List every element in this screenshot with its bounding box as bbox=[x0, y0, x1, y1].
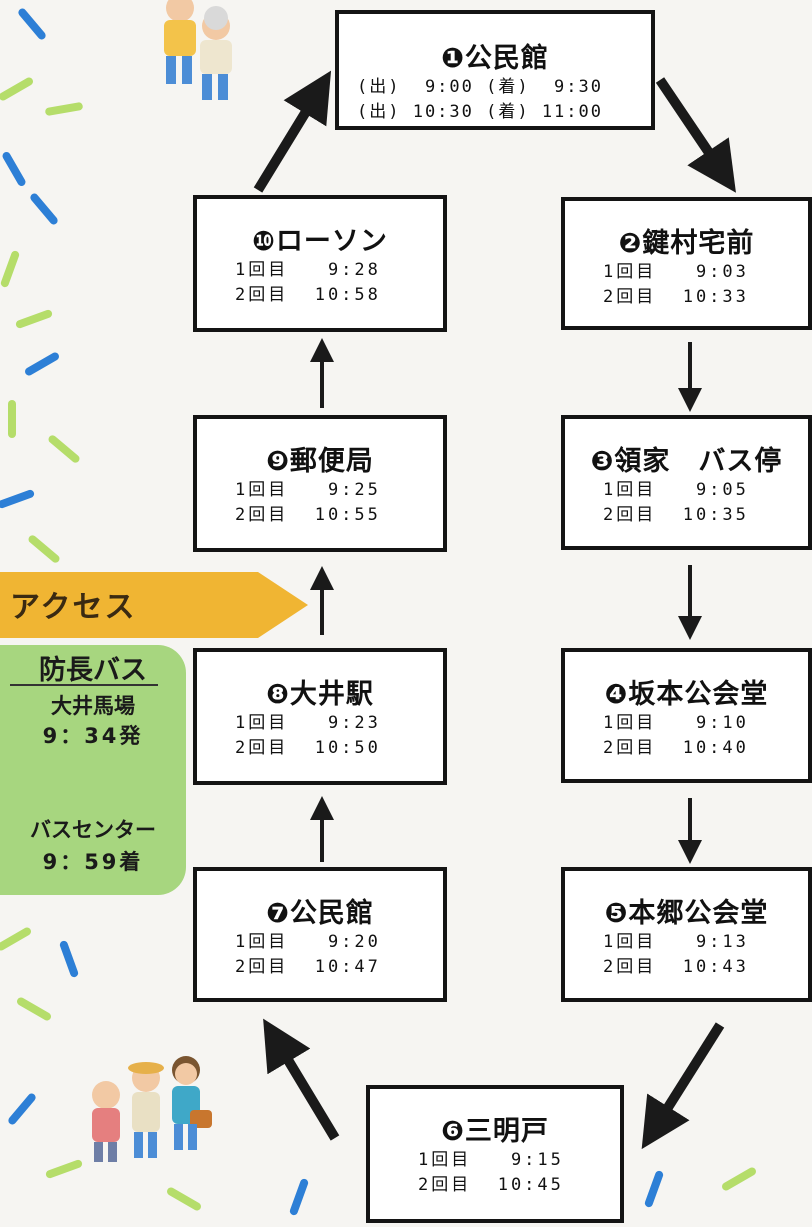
stop-name: ❶公民館 bbox=[441, 43, 549, 74]
stop-time-row: (出) 10:30 (着) 11:00 bbox=[357, 102, 603, 122]
stop-name: ❼公民館 bbox=[266, 898, 374, 929]
arrow-10-to-1 bbox=[253, 70, 332, 193]
stop-time-row: 1回目 9:25 bbox=[235, 480, 381, 500]
stop-name: ❾郵便局 bbox=[266, 446, 374, 477]
stop-time-row: (出) 9:00 (着) 9:30 bbox=[357, 77, 603, 97]
stop-box-5: ❺本郷公会堂 1回目 9:13 2回目 10:43 bbox=[561, 867, 812, 1002]
arrow-1-to-2 bbox=[655, 77, 736, 193]
stop-time-row: 1回目 9:28 bbox=[235, 260, 381, 280]
stop-box-1: ❶公民館 (出) 9:00 (着) 9:30 (出) 10:30 (着) 11:… bbox=[335, 10, 655, 130]
stop-time-row: 1回目 9:05 bbox=[603, 480, 749, 500]
stop-box-6: ❻三明戸 1回目 9:15 2回目 10:45 bbox=[366, 1085, 624, 1223]
bus-name-underline bbox=[10, 684, 158, 686]
stop-time-row: 2回目 10:40 bbox=[603, 738, 749, 758]
arrive-time: 9：59着 bbox=[42, 850, 144, 874]
stop-time-row: 2回目 10:50 bbox=[235, 738, 381, 758]
stop-box-10: ❿ローソン 1回目 9:28 2回目 10:58 bbox=[193, 195, 447, 332]
stop-box-2: ❷鍵村宅前 1回目 9:03 2回目 10:33 bbox=[561, 197, 812, 330]
stop-time-row: 2回目 10:33 bbox=[603, 287, 749, 307]
stop-box-3: ❸領家 バス停 1回目 9:05 2回目 10:35 bbox=[561, 415, 812, 550]
stop-box-4: ❹坂本公会堂 1回目 9:10 2回目 10:40 bbox=[561, 648, 812, 783]
stop-time-row: 2回目 10:43 bbox=[603, 957, 749, 977]
stop-time-row: 1回目 9:13 bbox=[603, 932, 749, 952]
stop-name: ❸領家 バス停 bbox=[590, 446, 783, 477]
stop-time-row: 1回目 9:15 bbox=[418, 1150, 564, 1170]
stop-time-row: 1回目 9:20 bbox=[235, 932, 381, 952]
decor-sprinkle bbox=[8, 400, 16, 438]
to-stop: バスセンター bbox=[30, 818, 156, 842]
access-banner bbox=[0, 572, 308, 638]
stop-time-row: 2回目 10:47 bbox=[235, 957, 381, 977]
stop-name: ❿ローソン bbox=[252, 226, 388, 257]
stop-time-row: 1回目 9:03 bbox=[603, 262, 749, 282]
stop-time-row: 2回目 10:45 bbox=[418, 1175, 564, 1195]
arrow-5-to-6 bbox=[641, 1022, 725, 1150]
access-info-box bbox=[0, 645, 186, 895]
arrow-6-to-7 bbox=[263, 1018, 340, 1141]
stop-name: ❷鍵村宅前 bbox=[618, 228, 755, 259]
stop-time-row: 2回目 10:58 bbox=[235, 285, 381, 305]
stop-name: ❻三明戸 bbox=[441, 1116, 549, 1147]
from-stop: 大井馬場 bbox=[51, 694, 135, 718]
stop-time-row: 2回目 10:35 bbox=[603, 505, 749, 525]
stop-box-7: ❼公民館 1回目 9:20 2回目 10:47 bbox=[193, 867, 447, 1002]
stop-name: ❺本郷公会堂 bbox=[604, 898, 769, 929]
depart-time: 9：34発 bbox=[42, 724, 144, 748]
walking-people-illustration bbox=[92, 1056, 212, 1162]
access-label: アクセス bbox=[10, 590, 137, 625]
stop-time-row: 1回目 9:23 bbox=[235, 713, 381, 733]
stop-box-8: ❽大井駅 1回目 9:23 2回目 10:50 bbox=[193, 648, 447, 785]
elderly-people-illustration bbox=[164, 0, 232, 100]
stop-box-9: ❾郵便局 1回目 9:25 2回目 10:55 bbox=[193, 415, 447, 552]
bus-name: 防長バス bbox=[39, 655, 147, 686]
stop-time-row: 2回目 10:55 bbox=[235, 505, 381, 525]
stop-time-row: 1回目 9:10 bbox=[603, 713, 749, 733]
stop-name: ❹坂本公会堂 bbox=[604, 679, 769, 710]
stop-name: ❽大井駅 bbox=[266, 679, 374, 710]
